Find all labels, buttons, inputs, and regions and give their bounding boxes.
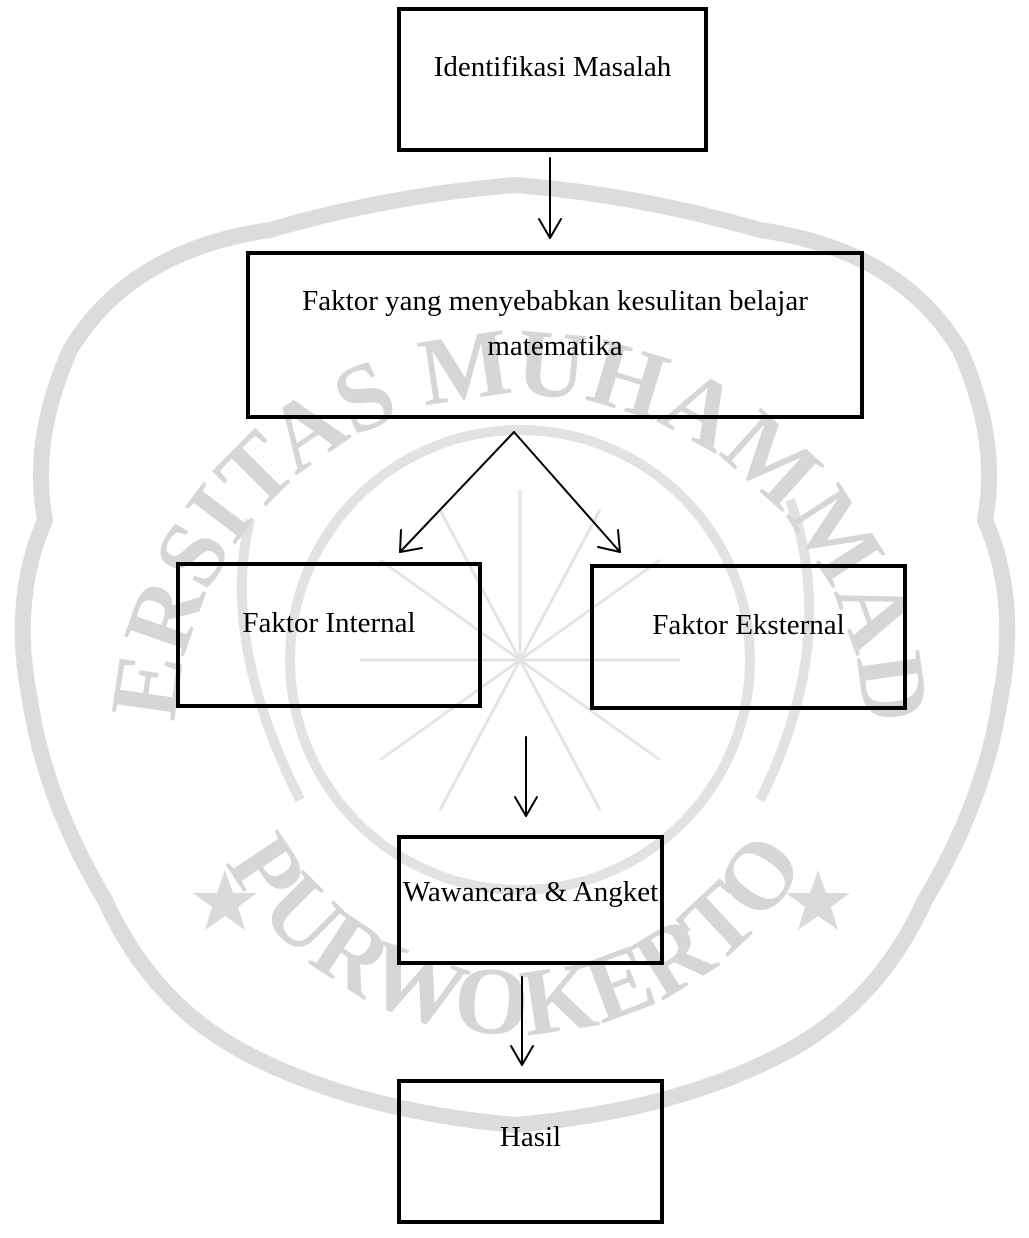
node-faktor-label: Faktor yang menyebabkan kesulitan belaja… [302,285,808,362]
arrow-faktor-to-eksternal [513,431,621,553]
arrow-faktor-to-internal [399,431,515,553]
star-icon [786,870,850,930]
node-internal-label: Faktor Internal [242,606,416,639]
star-icon [193,870,257,930]
arrow-identifikasi-to-faktor [538,157,562,239]
node-faktor-eksternal: Faktor Eksternal [590,564,907,710]
node-eksternal-label: Faktor Eksternal [652,608,845,641]
node-faktor-internal: Faktor Internal [176,562,482,708]
node-hasil-label: Hasil [499,1121,562,1154]
node-wawancara-angket: Wawancara & Angket [397,835,664,965]
node-faktor-kesulitan: Faktor yang menyebabkan kesulitan belaja… [246,251,864,419]
node-hasil: Hasil [397,1079,664,1224]
node-identifikasi-label: Identifikasi Masalah [433,51,672,84]
node-identifikasi-masalah: Identifikasi Masalah [397,7,708,152]
arrow-to-wawancara [514,736,538,817]
node-wawancara-label: Wawancara & Angket [402,875,659,908]
arrow-wawancara-to-hasil [510,976,534,1066]
